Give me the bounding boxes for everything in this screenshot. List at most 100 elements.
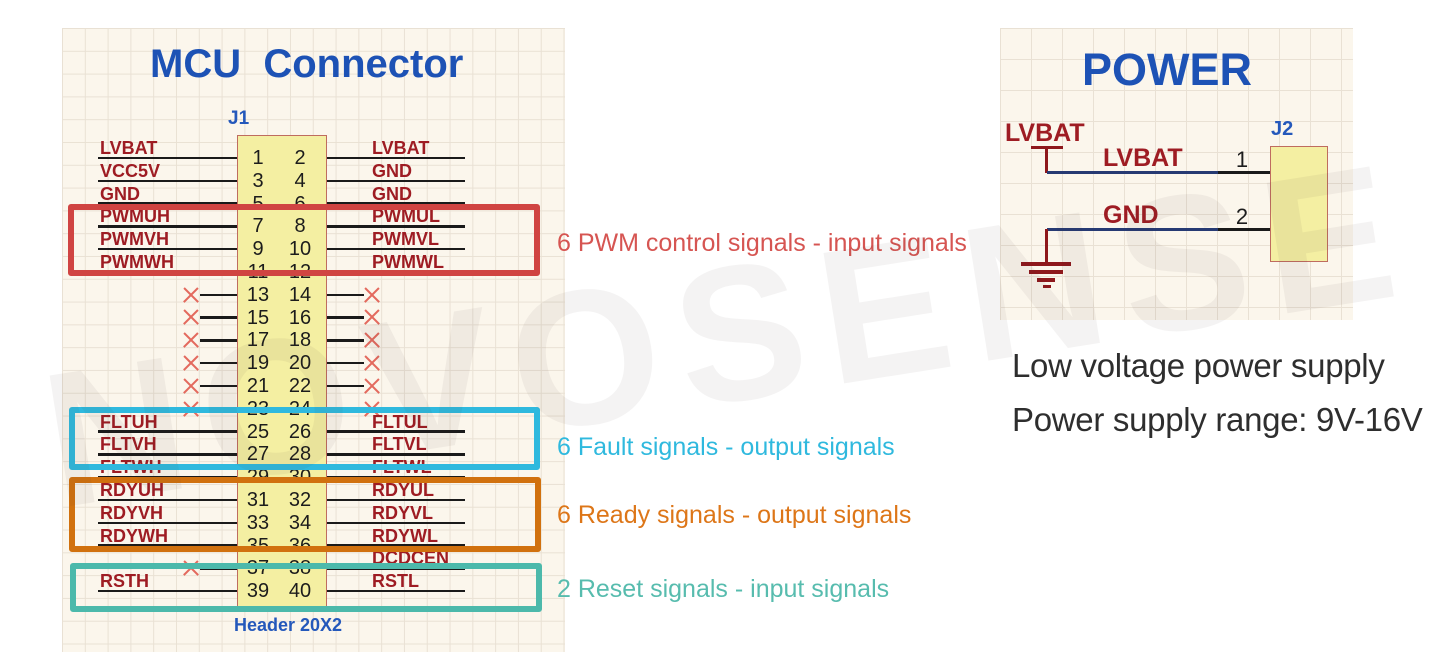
no-connect-icon — [361, 352, 383, 374]
pin-wire-right-40 — [327, 590, 465, 593]
pin-number-19: 19 — [246, 352, 270, 375]
gnd-wire — [1047, 228, 1218, 231]
power-section-title: POWER — [1082, 44, 1253, 95]
annotation-reset-signals: 2 Reset signals - input signals — [557, 575, 890, 603]
pin-wire-right-4 — [327, 179, 465, 182]
pin-number-6: 6 — [294, 192, 306, 215]
net-label-rdywh: RDYWH — [100, 525, 168, 546]
power-port-stem — [1045, 147, 1048, 173]
j1-designator: J1 — [228, 108, 250, 129]
pin-wire-left-33 — [98, 521, 237, 524]
net-label-fltul: FLTUL — [372, 411, 428, 432]
pin-wire-left-7 — [98, 225, 237, 228]
net-label-pwmuh: PWMUH — [100, 206, 170, 227]
annotation-ready-signals: 6 Ready signals - output signals — [557, 501, 912, 529]
pin-number-27: 27 — [246, 443, 270, 466]
pwm-highlight-box — [68, 204, 540, 276]
no-connect-icon — [361, 307, 383, 329]
reset-highlight-box — [70, 563, 542, 612]
lvbat-pin-stub — [1218, 171, 1270, 174]
ground-bar-2 — [1029, 270, 1063, 274]
pin-wire-left-1 — [98, 156, 237, 160]
net-label-rdywl: RDYWL — [372, 525, 438, 546]
net-label-fltuh: FLTUH — [100, 411, 158, 432]
pin-wire-right-6 — [327, 202, 465, 205]
pin-wire-left-5 — [98, 202, 237, 205]
pin-number-39: 39 — [246, 580, 270, 603]
net-label-rdyvh: RDYVH — [100, 502, 164, 523]
pin-number-33: 33 — [246, 511, 270, 534]
no-connect-icon — [180, 307, 202, 329]
net-label-lvbat: LVBAT — [100, 138, 158, 158]
pin-wire-right-28 — [327, 453, 465, 456]
pin-wire-right-2 — [327, 156, 465, 160]
j1-connector-body — [237, 135, 327, 608]
net-label-rdyvl: RDYVL — [372, 502, 434, 523]
pin-wire-left-39 — [98, 590, 237, 593]
j2-pin-number-1: 1 — [1235, 147, 1249, 172]
ground-bar-3 — [1037, 278, 1055, 282]
ready-highlight-box — [69, 477, 541, 552]
pin-number-18: 18 — [288, 329, 312, 352]
pin-wire-right-34 — [327, 521, 465, 524]
pin-number-34: 34 — [288, 511, 312, 534]
annotation-fault-signals: 6 Fault signals - output signals — [557, 433, 895, 461]
pin-wire-left-27 — [98, 453, 237, 456]
no-connect-icon — [361, 375, 383, 397]
pin-number-2: 2 — [294, 147, 306, 169]
pin-wire-left-35 — [98, 544, 237, 547]
ground-bar-1 — [1021, 262, 1071, 266]
net-label-rdyul: RDYUL — [372, 480, 434, 500]
lvbat-power-port-label: LVBAT — [1005, 119, 1085, 147]
pin-wire-right-8 — [327, 225, 465, 228]
mcu-section-title: MCU Connector — [150, 42, 464, 86]
ground-bar-4 — [1043, 285, 1051, 288]
pin-number-4: 4 — [294, 169, 306, 192]
j2-connector-body — [1270, 146, 1328, 262]
pin-number-17: 17 — [246, 329, 270, 352]
net-label-lvbat: LVBAT — [372, 138, 430, 158]
pin-wire-left-21 — [200, 384, 237, 388]
gnd-pin-stub — [1218, 228, 1270, 231]
pin-number-28: 28 — [288, 443, 312, 466]
pin-number-7: 7 — [252, 215, 264, 238]
pin-number-3: 3 — [252, 169, 264, 192]
no-connect-icon — [180, 352, 202, 374]
no-connect-icon — [180, 284, 202, 306]
pin-number-10: 10 — [288, 238, 312, 261]
ground-icon — [1045, 229, 1048, 263]
pin-number-32: 32 — [288, 489, 312, 511]
pin-number-21: 21 — [246, 375, 270, 397]
pin-wire-left-25 — [98, 430, 237, 433]
net-label-fltvl: FLTVL — [372, 434, 427, 455]
j1-footprint-label: Header 20X2 — [234, 615, 343, 635]
net-label-rsth: RSTH — [100, 571, 149, 592]
annotation-pwm-signals: 6 PWM control signals - input signals — [557, 229, 967, 257]
pin-wire-left-15 — [200, 316, 237, 319]
pin-number-40: 40 — [288, 580, 312, 603]
pin-number-1: 1 — [252, 147, 264, 169]
pin-wire-right-16 — [327, 316, 364, 319]
j2-designator: J2 — [1271, 118, 1294, 140]
pin-wire-left-3 — [98, 179, 237, 182]
net-label-pwmvh: PWMVH — [100, 229, 169, 250]
pin-wire-right-10 — [327, 248, 465, 251]
pin-number-16: 16 — [288, 306, 312, 329]
pin-number-25: 25 — [246, 420, 270, 443]
no-connect-icon — [361, 284, 383, 306]
no-connect-icon — [180, 329, 202, 351]
pin-number-13: 13 — [246, 283, 270, 306]
pin-number-8: 8 — [294, 215, 306, 238]
pin-wire-left-19 — [200, 362, 237, 365]
net-label-pwmwl: PWMWL — [372, 252, 444, 272]
net-label-vcc5v: VCC5V — [100, 160, 161, 181]
j2-pin-number-2: 2 — [1235, 204, 1249, 229]
pin-wire-left-17 — [200, 339, 237, 342]
net-label-gnd: GND — [100, 183, 140, 204]
pin-wire-right-36 — [327, 544, 465, 547]
pin-wire-right-14 — [327, 293, 364, 296]
pin-wire-right-26 — [327, 430, 465, 433]
net-label-fltvh: FLTVH — [100, 434, 157, 455]
